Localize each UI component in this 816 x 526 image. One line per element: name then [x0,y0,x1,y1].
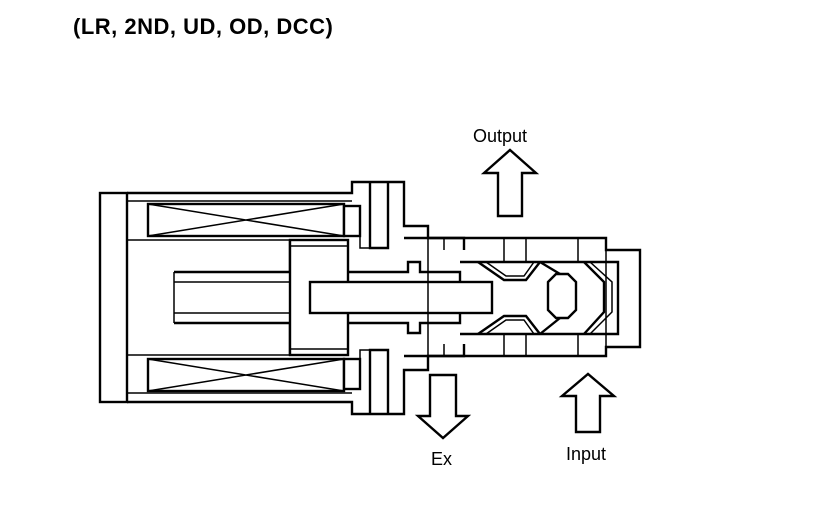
end-plate [98,191,129,404]
spool-seat-left [477,261,541,335]
coil-washer-top [342,204,362,238]
check-ball [546,272,578,320]
coil-washer-bottom [342,357,362,391]
exhaust-arrow [414,373,472,440]
solenoid-housing [127,180,370,416]
push-rod [308,280,494,315]
input-label: Input [566,444,607,464]
figure-title: (LR, 2ND, UD, OD, DCC) [73,14,334,39]
core [174,240,292,355]
output-label: Output [473,126,528,146]
spool-seat-right [539,260,606,335]
pole-flange-top [368,180,466,250]
input-arrow [558,372,618,434]
output-arrow [480,148,540,218]
valve-body [404,236,642,358]
armature-step [348,260,462,335]
exhaust-label: Ex [431,449,453,469]
